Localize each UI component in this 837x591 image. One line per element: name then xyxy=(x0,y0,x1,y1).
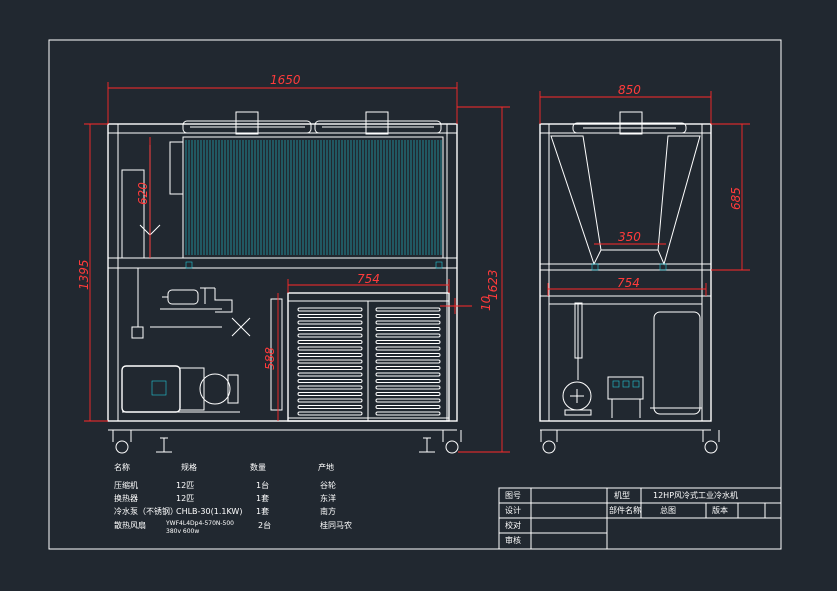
parts-row-name: 散热风扇 xyxy=(114,520,146,530)
parts-row-origin: 南方 xyxy=(320,506,336,516)
dim-total-height: 1623 xyxy=(486,269,500,300)
title-review-label: 审核 xyxy=(505,535,521,545)
front-fan-right xyxy=(314,111,442,135)
parts-row-spec: 12匹 xyxy=(176,494,194,503)
parts-row-name: 换热器 xyxy=(114,493,138,503)
title-model-value: 12HP风冷式工业冷水机 xyxy=(653,490,738,500)
title-block: 图号 设计 校对 审核 机型 12HP风冷式工业冷水机 部件名称 总图 版本 xyxy=(498,487,782,550)
parts-row-name: 冷水泵（不锈钢） xyxy=(114,506,178,516)
dim-side-top-height: 685 xyxy=(729,187,743,210)
v-condenser xyxy=(550,135,701,266)
dim-tank-height: 588 xyxy=(263,347,277,370)
parts-header-spec: 规格 xyxy=(181,462,197,472)
title-version-label: 版本 xyxy=(712,505,728,515)
drawing-border xyxy=(48,39,782,550)
dim-side-base-width: 754 xyxy=(617,276,640,290)
dim-v-width: 350 xyxy=(618,230,641,244)
front-dimensions: 1650 1395 620 754 588 10 1623 xyxy=(77,73,510,453)
dim-side-width: 850 xyxy=(618,83,641,97)
parts-row-spec-2: 380v 600w xyxy=(166,528,199,535)
parts-row-spec: 12匹 xyxy=(176,481,194,490)
title-design-label: 设计 xyxy=(505,505,521,515)
parts-row-origin: 谷轮 xyxy=(320,480,336,490)
water-tank-cabinet xyxy=(270,292,450,422)
dim-gap: 10 xyxy=(479,295,493,311)
parts-row-origin: 东洋 xyxy=(320,493,336,503)
parts-row-origin: 桂同马农 xyxy=(320,520,352,530)
title-part-name-label: 部件名称 xyxy=(609,505,641,515)
pump-motor xyxy=(121,365,240,413)
parts-header-qty: 数量 xyxy=(250,462,266,472)
dim-front-height: 1395 xyxy=(77,259,91,290)
side-view xyxy=(539,111,720,454)
parts-row-qty: 1套 xyxy=(256,493,269,503)
parts-row-qty: 2台 xyxy=(258,520,271,530)
parts-row-qty: 1套 xyxy=(256,506,269,516)
parts-header-name: 名称 xyxy=(114,462,130,472)
side-dimensions: 850 685 350 754 xyxy=(539,83,750,296)
parts-header-origin: 产地 xyxy=(318,462,334,472)
dim-tank-width: 754 xyxy=(357,272,380,286)
title-model-label: 机型 xyxy=(614,490,630,500)
front-view xyxy=(107,111,462,454)
parts-list: 名称 规格 数量 产地 压缩机 12匹 1台 谷轮 换热器 12匹 1套 东洋 … xyxy=(114,462,352,535)
dim-front-width: 1650 xyxy=(270,73,301,87)
parts-row-qty: 1台 xyxy=(256,480,269,490)
front-wheels xyxy=(112,430,462,454)
parts-row-spec: CHLB-30(1.1KW) xyxy=(176,507,242,516)
dim-condenser-height: 620 xyxy=(136,182,150,205)
compressor xyxy=(150,287,251,337)
title-drawing-no-label: 图号 xyxy=(505,491,521,500)
front-fan-left xyxy=(182,111,312,135)
condenser-coil xyxy=(169,136,444,259)
parts-row-spec: YWF4L4Dp4-570N-500 xyxy=(165,520,234,527)
title-part-name-value: 总图 xyxy=(660,505,676,515)
parts-row-name: 压缩机 xyxy=(114,480,138,490)
title-check-label: 校对 xyxy=(505,520,521,530)
